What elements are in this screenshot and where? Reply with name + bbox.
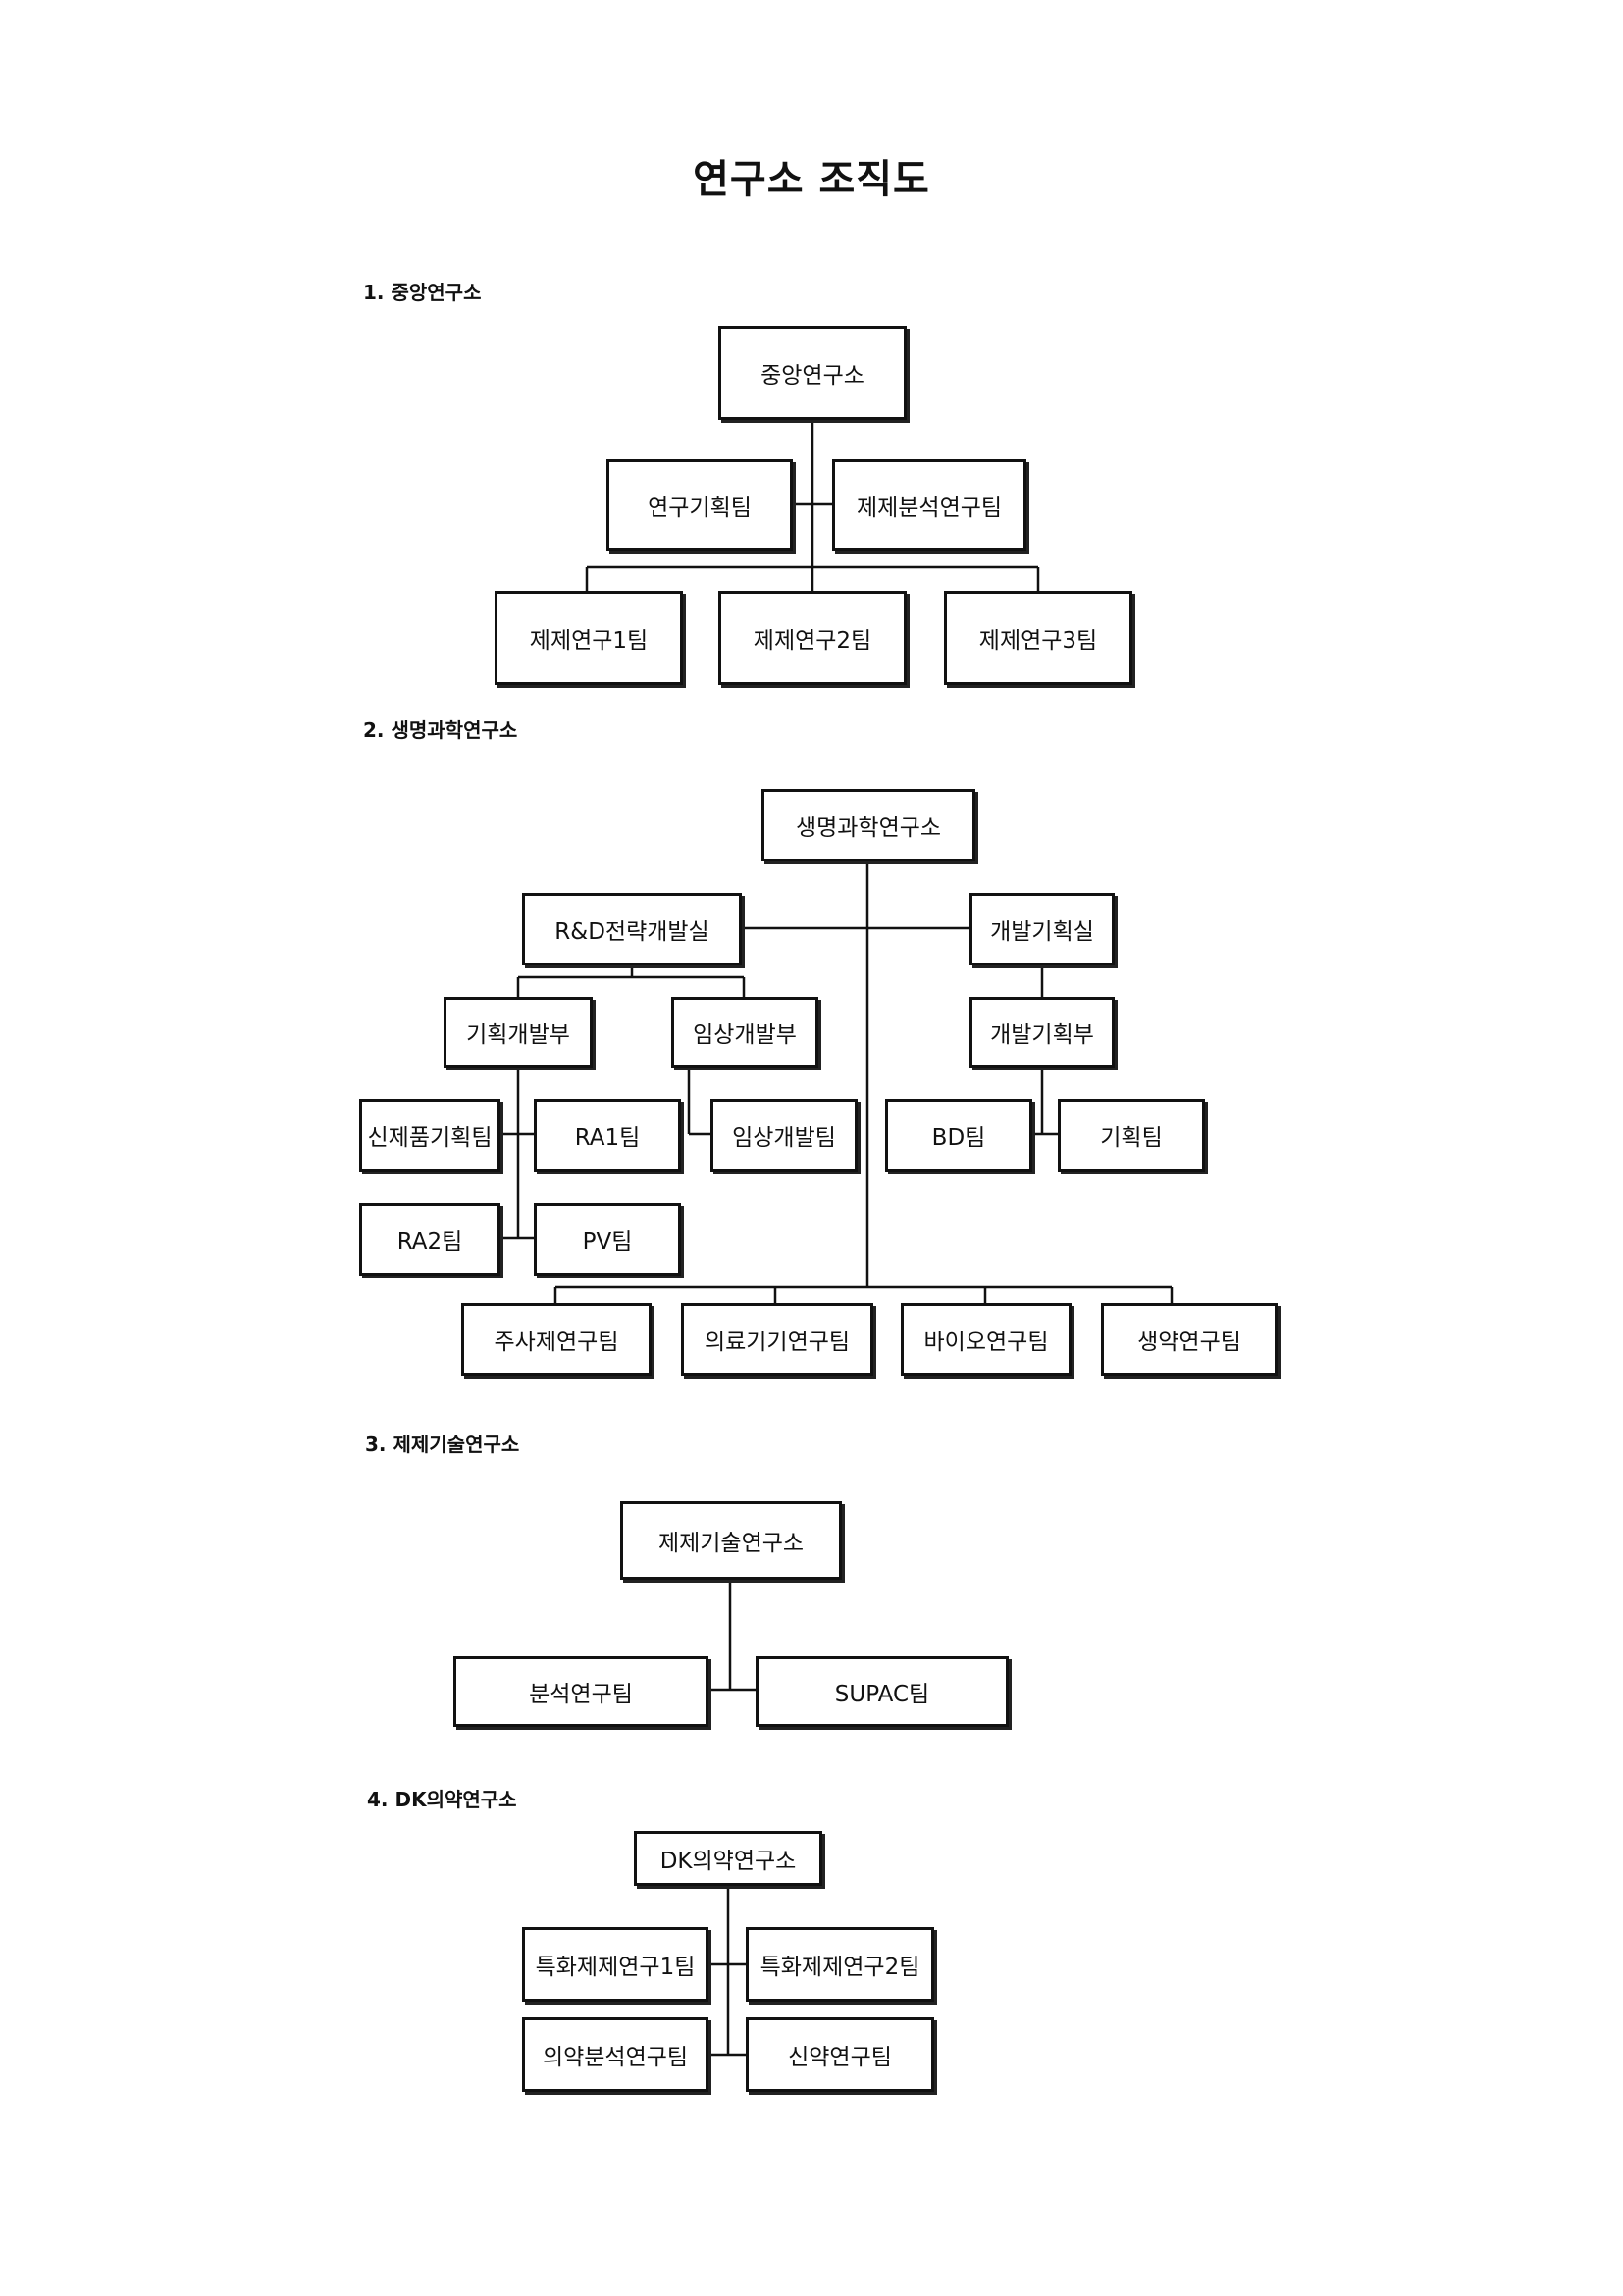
org-box-team: 바이오연구팀 bbox=[901, 1303, 1072, 1376]
org-box-office: R&D전략개발실 bbox=[522, 893, 742, 965]
org-box-team: 신제품기획팀 bbox=[359, 1099, 500, 1172]
org-box-team: SUPAC팀 bbox=[756, 1656, 1009, 1727]
org-box-team: 제제분석연구팀 bbox=[832, 459, 1026, 551]
org-box-team: 제제연구1팀 bbox=[495, 591, 683, 685]
org-box-root: DK의약연구소 bbox=[634, 1831, 822, 1886]
org-box-department: 임상개발부 bbox=[671, 997, 818, 1068]
org-box-team: 제제연구3팀 bbox=[944, 591, 1132, 685]
page-title: 연구소 조직도 bbox=[693, 157, 930, 202]
org-box-team: 의약분석연구팀 bbox=[522, 2017, 708, 2092]
org-box-team: 연구기획팀 bbox=[606, 459, 793, 551]
org-box-office: 개발기획실 bbox=[969, 893, 1115, 965]
org-box-team: 의료기기연구팀 bbox=[681, 1303, 873, 1376]
org-box-team: 특화제제연구1팀 bbox=[522, 1927, 708, 2002]
org-box-team: PV팀 bbox=[534, 1203, 681, 1276]
org-box-team: 생약연구팀 bbox=[1101, 1303, 1278, 1376]
org-box-root: 생명과학연구소 bbox=[761, 789, 975, 861]
org-box-team: RA1팀 bbox=[534, 1099, 681, 1172]
org-box-team: 임상개발팀 bbox=[710, 1099, 858, 1172]
org-box-team: 주사제연구팀 bbox=[461, 1303, 652, 1376]
org-box-team: 신약연구팀 bbox=[746, 2017, 934, 2092]
org-box-department: 개발기획부 bbox=[969, 997, 1115, 1068]
section-heading: 2. 생명과학연구소 bbox=[363, 718, 518, 742]
org-box-department: 기획개발부 bbox=[444, 997, 593, 1068]
section-heading: 3. 제제기술연구소 bbox=[365, 1433, 520, 1456]
org-box-team: 기획팀 bbox=[1058, 1099, 1205, 1172]
org-box-team: RA2팀 bbox=[359, 1203, 500, 1276]
org-box-team: 특화제제연구2팀 bbox=[746, 1927, 934, 2002]
section-heading: 1. 중앙연구소 bbox=[363, 281, 482, 304]
org-box-team: 제제연구2팀 bbox=[718, 591, 907, 685]
org-box-root: 중앙연구소 bbox=[718, 326, 907, 420]
org-box-team: BD팀 bbox=[885, 1099, 1032, 1172]
section-heading: 4. DK의약연구소 bbox=[367, 1788, 517, 1811]
org-box-team: 분석연구팀 bbox=[453, 1656, 708, 1727]
org-box-root: 제제기술연구소 bbox=[620, 1501, 842, 1580]
